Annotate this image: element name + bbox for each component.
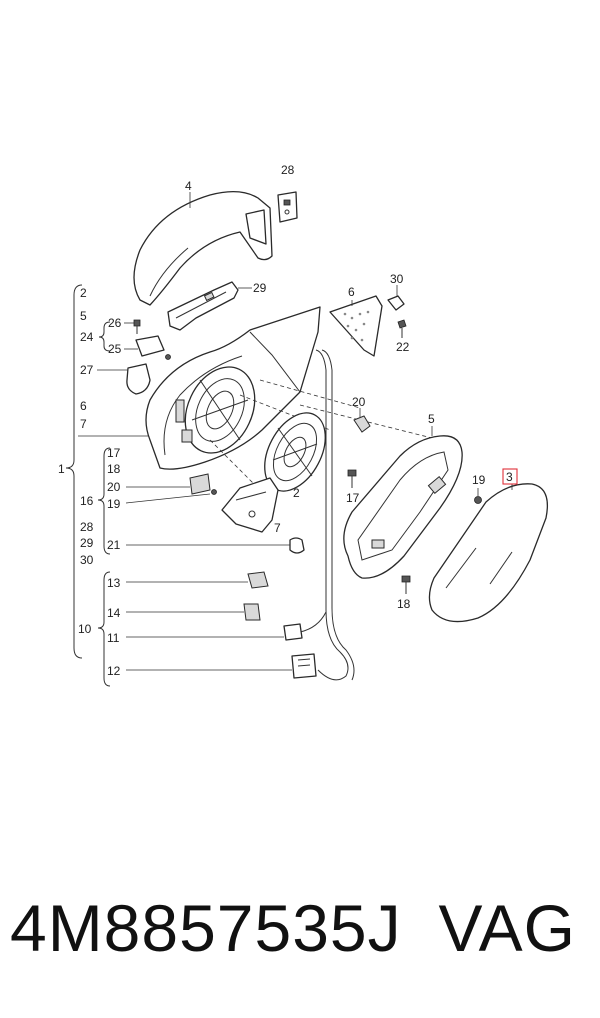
callout-20: 20 [352, 395, 366, 409]
callout-16: 16 [80, 494, 94, 508]
glass-holder-part [343, 426, 463, 579]
wiring-harness [299, 349, 355, 681]
callout-22: 22 [396, 340, 410, 354]
callout-18: 18 [397, 597, 411, 611]
bracket-part-28 [277, 191, 298, 223]
callout-19-left: 19 [107, 497, 121, 511]
callout-5: 5 [428, 412, 435, 426]
callout-21: 21 [107, 538, 121, 552]
callout-24: 24 [80, 330, 94, 344]
callout-29-left: 29 [80, 536, 94, 550]
connectors [126, 623, 317, 679]
adjusting-motor-part [264, 412, 326, 492]
callout-29: 29 [253, 281, 267, 295]
callout-1: 1 [58, 462, 65, 476]
mirror-housing-frame [145, 306, 441, 486]
callout-4: 4 [185, 179, 192, 193]
small-blocks [126, 571, 269, 621]
callout-28: 28 [281, 163, 295, 177]
callout-18-left: 18 [107, 462, 121, 476]
callout-7-left: 7 [80, 417, 87, 431]
housing-cap-part [133, 191, 273, 306]
callout-labels: 2 5 24 26 25 27 6 7 1 17 18 20 16 19 28 … [58, 163, 513, 678]
callout-17: 17 [346, 491, 360, 505]
mirror-glass-part [428, 468, 549, 623]
callout-30: 30 [390, 272, 404, 286]
grommet-part [126, 537, 305, 554]
callout-6: 6 [348, 285, 355, 299]
callout-25: 25 [108, 342, 122, 356]
callout-20-left: 20 [107, 480, 121, 494]
callout-11: 11 [107, 631, 120, 645]
callout-17-left: 17 [107, 446, 121, 460]
lower-cover-part [221, 477, 279, 533]
callout-30-left: 30 [80, 553, 94, 567]
callout-27: 27 [80, 363, 94, 377]
brand-label: VAG [438, 891, 576, 965]
callout-6-left: 6 [80, 399, 87, 413]
part-number-footer: 4M8857535J VAG [10, 890, 590, 966]
part-number: 4M8857535J [10, 891, 402, 965]
clip-and-screws [125, 408, 482, 594]
callout-10: 10 [78, 622, 92, 636]
callout-26: 26 [108, 316, 122, 330]
callout-13: 13 [107, 576, 121, 590]
callout-12: 12 [107, 664, 121, 678]
highlight-box-3 [502, 468, 518, 485]
small-parts-right [387, 285, 407, 338]
callout-5-left: 5 [80, 309, 87, 323]
cover-strip-part [167, 281, 252, 331]
callout-28-left: 28 [80, 520, 94, 534]
callout-7: 7 [274, 521, 281, 535]
callout-14: 14 [107, 606, 121, 620]
callout-2-center: 2 [293, 486, 300, 500]
turn-signal-part [329, 295, 383, 357]
small-parts-left [97, 319, 171, 395]
callout-2: 2 [80, 286, 87, 300]
left-brackets [65, 284, 160, 687]
callout-19: 19 [472, 473, 486, 487]
callout-3: 3 [506, 470, 513, 484]
